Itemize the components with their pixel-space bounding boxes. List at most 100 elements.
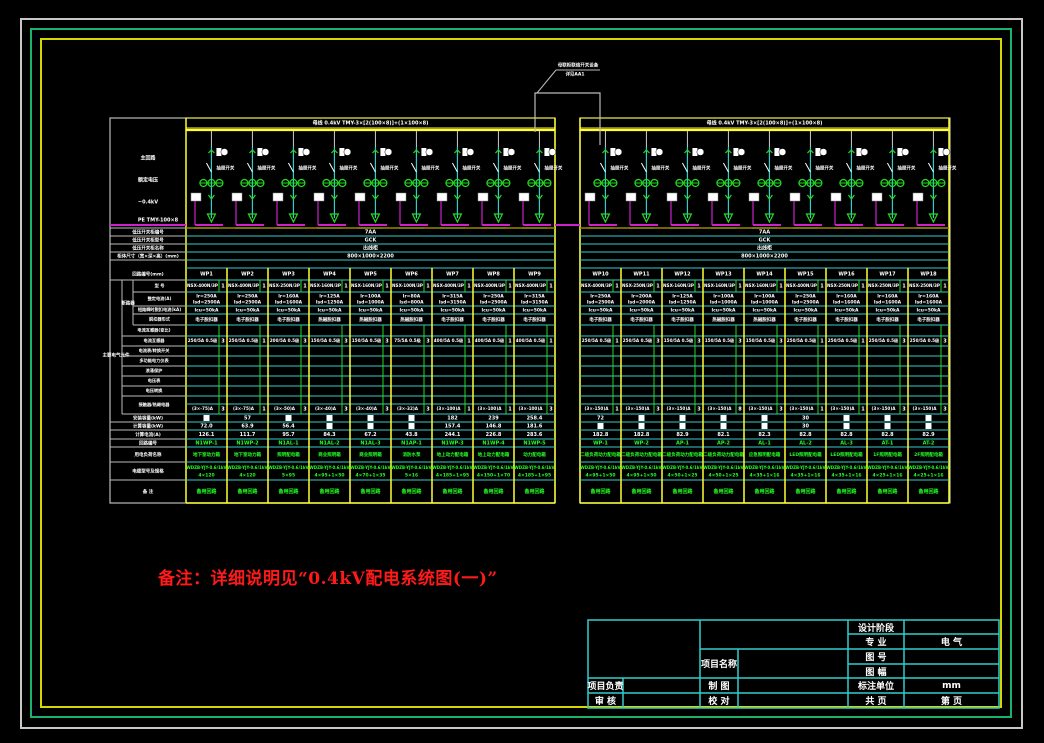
right-meter-icon — [778, 148, 787, 156]
right-breaker-model: NSX-400N/3P — [786, 283, 817, 288]
left-remark: 备用回路 — [400, 488, 422, 495]
left-setting-isd: Isd=1000A — [357, 300, 385, 306]
left-info-value: GCK — [365, 238, 378, 244]
right-setting-isd: Isd=1000A — [751, 300, 779, 306]
left-contactor-qty: 3 — [385, 407, 389, 413]
left-breaker-icon — [453, 149, 461, 154]
right-contactor: (3×-150)A — [626, 406, 651, 411]
right-meter-icon — [737, 148, 746, 156]
left-outgoing-arrow-icon — [493, 213, 504, 224]
left-outgoing-arrow-icon — [329, 213, 340, 224]
right-contactor-qty: 8 — [738, 407, 742, 413]
left-arrow-icon — [289, 194, 297, 200]
right-switch-label: 抽屉开关 — [774, 165, 792, 172]
right-ct-qty: 3 — [697, 339, 701, 345]
right-arrow-icon — [806, 194, 814, 200]
remark-note: 备注：详细说明见“0.4kV配电系统图(一)” — [158, 569, 498, 589]
left-info-value: 7AA — [365, 230, 376, 236]
annotation-line1: 母联柜联络开关设备 — [558, 62, 599, 69]
left-ct-label-box — [272, 192, 284, 202]
left-setting-isd: Isd=3150A — [521, 300, 549, 306]
left-short-circuit: Icu=50kA — [317, 308, 342, 314]
right-switch-icon — [845, 162, 852, 173]
right-switch-icon — [886, 162, 893, 173]
right-contactor: (3×-150)A — [913, 406, 938, 411]
right-remark: 备用回路 — [671, 488, 693, 495]
left-calc-current: 126.1 — [199, 432, 215, 438]
left-short-circuit: Icu=50kA — [235, 308, 260, 314]
left-ct-ratio: 250/5A 0.5级 — [229, 337, 259, 344]
left-cable-spec: WDZB-YJY-0.6/1kV — [350, 465, 391, 470]
left-calc-capacity: 56.4 — [282, 424, 295, 430]
left-installed-capacity: 258.4 — [527, 416, 543, 422]
left-breaker-model: NSX-400N/3P — [515, 283, 546, 288]
right-trip-type: 电子脱扣器 — [917, 316, 940, 323]
left-switch-icon — [205, 162, 212, 173]
left-remark: 备用回路 — [523, 488, 545, 495]
right-outgoing-arrow-icon — [641, 213, 652, 224]
right-load-name: LED照明配电箱 — [789, 451, 822, 458]
right-breaker-icon — [683, 149, 691, 154]
left-ct-qty: 1 — [549, 339, 553, 345]
left-arrow-icon — [494, 194, 502, 200]
left-trip-type: 热磁脱扣器 — [318, 316, 341, 323]
right-ct-ratio: 250/5A 0.5级 — [910, 337, 940, 344]
left-contactor-qty: 3 — [426, 407, 430, 413]
left-calc-current: 95.7 — [282, 432, 295, 438]
right-remark: 备用回路 — [753, 488, 775, 495]
left-cable-size: 4×120 — [239, 473, 255, 479]
left-meter-icon — [466, 148, 475, 156]
right-ct-ratio: 250/5A 0.5级 — [787, 337, 817, 344]
left-switch-label: 抽屉开关 — [339, 165, 357, 172]
right-circuit-no: WP14 — [756, 272, 773, 278]
left-calc-capacity: 63.9 — [241, 424, 254, 430]
right-setting-ir: Ir=100A — [754, 294, 775, 300]
left-breaker-icon — [248, 149, 256, 154]
left-short-circuit: Icu=50kA — [399, 308, 424, 314]
left-short-circuit: Icu=50kA — [440, 308, 465, 314]
left-cable-size: 4×95+1×50 — [314, 473, 344, 479]
left-load-name: 商业照明箱 — [359, 451, 382, 458]
left-outgoing-arrow-icon — [452, 213, 463, 224]
right-breaker-qty: 1 — [656, 284, 660, 290]
left-load-name: 消防水泵 — [403, 451, 421, 458]
left-contactor-qty: 1 — [508, 407, 512, 413]
outer-frame — [20, 18, 1023, 729]
left-cable-id: N1WP-1 — [195, 441, 218, 447]
left-contactor: (3×-40)A — [315, 406, 337, 411]
left-ct-ratio: 250/5A 0.5级 — [188, 337, 218, 344]
right-installed-capacity-blank — [679, 415, 686, 421]
right-breaker-model: NSX-400N/3P — [581, 283, 612, 288]
right-ct-qty: 3 — [902, 339, 906, 345]
left-contactor-qty: 1 — [467, 407, 471, 413]
left-breaker-icon — [535, 149, 543, 154]
left-circuit-no: WP5 — [364, 272, 377, 278]
left-calc-capacity-blank — [367, 423, 374, 429]
right-short-circuit: Icu=50kA — [916, 308, 941, 314]
left-remark: 备用回路 — [482, 488, 504, 495]
right-calc-capacity-blank — [638, 423, 645, 429]
right-trip-type: 电子脱扣器 — [835, 316, 858, 323]
right-contactor: (3×-150)A — [790, 406, 815, 411]
label-component-row: 浪涌保护 — [146, 367, 163, 374]
left-installed-capacity-blank — [367, 415, 374, 421]
right-calc-current: 82.9 — [922, 432, 935, 438]
label-component-row: 多功能电力仪表 — [139, 357, 169, 364]
left-ct-ratio: 150/5A 0.5级 — [352, 337, 382, 344]
right-cable-id: AP-2 — [717, 441, 731, 447]
left-outgoing-arrow-icon — [288, 213, 299, 224]
right-setting-isd: Isd=2000A — [628, 300, 656, 306]
right-meter-box-icon — [774, 148, 780, 156]
right-short-circuit: Icu=50kA — [834, 308, 859, 314]
right-remark: 备用回路 — [876, 488, 898, 495]
right-remark: 备用回路 — [917, 488, 939, 495]
right-arrow-icon — [683, 194, 691, 200]
right-ct-label-box — [584, 192, 596, 202]
label-voltage: ~0.4kV — [138, 200, 158, 206]
left-setting-ir: Ir=250A — [237, 294, 258, 300]
label-pe-bus: PE TMY-100×8 — [138, 218, 179, 224]
left-ct-label-box — [395, 192, 407, 202]
left-setting-isd: Isd=800A — [399, 300, 424, 306]
right-info-value: 出线柜 — [757, 245, 772, 252]
right-setting-isd: Isd=2500A — [792, 300, 820, 306]
